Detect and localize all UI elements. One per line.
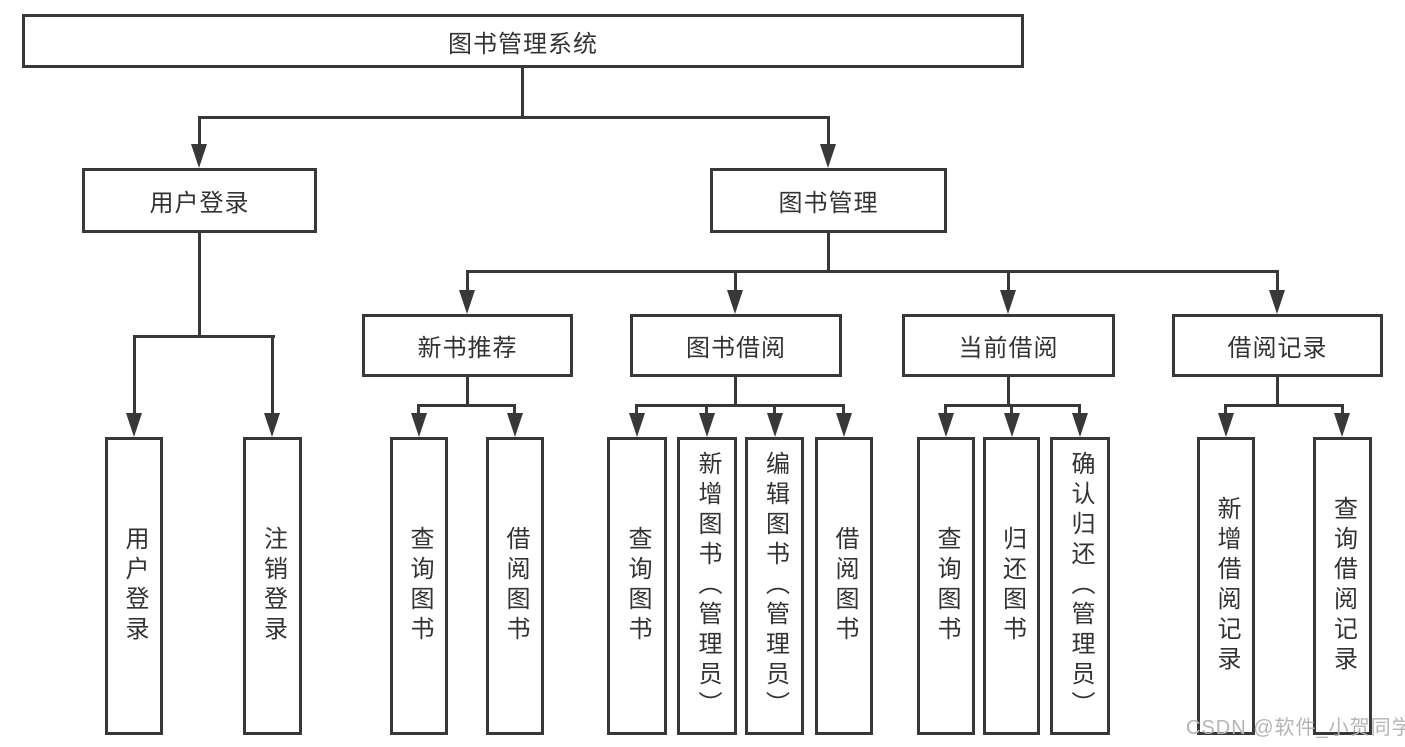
leaf-borrow-add-book-admin-label: 新增图书（管理员） — [694, 451, 721, 721]
arrowhead-icon — [1072, 413, 1088, 437]
arrowhead-icon — [1000, 290, 1016, 314]
arrowhead-icon — [629, 413, 645, 437]
leaf-recommend-borrow-book: 借阅图书 — [486, 437, 544, 735]
node-current-borrow: 当前借阅 — [902, 314, 1115, 377]
leaf-records-add-record: 新增借阅记录 — [1197, 437, 1255, 735]
leaf-borrow-borrow-book-label: 借阅图书 — [831, 526, 858, 646]
arrowhead-icon — [191, 144, 207, 168]
connector-g1c2-drop — [773, 404, 776, 418]
connector-book-rail — [466, 270, 1279, 273]
connector-g0c0-drop — [417, 404, 420, 418]
leaf-user-login: 用户登录 — [105, 437, 163, 735]
csdn-watermark: CSDN @软件_小贺同学 — [1186, 717, 1405, 739]
connector-g1-rail — [635, 404, 845, 407]
leaf-user-login-label: 用户登录 — [121, 526, 148, 646]
leaf-borrow-borrow-book: 借阅图书 — [815, 437, 873, 735]
leaf-recommend-query-book-label: 查询图书 — [406, 526, 433, 646]
arrowhead-icon — [938, 413, 954, 437]
node-book-management-branch: 图书管理 — [710, 168, 947, 233]
node-new-book-recommend-label: 新书推荐 — [417, 335, 518, 362]
leaf-borrow-query-book-label: 查询图书 — [624, 526, 651, 646]
node-root-label: 图书管理系统 — [448, 30, 598, 58]
leaf-current-query-book: 查询图书 — [917, 437, 975, 735]
leaf-recommend-query-book: 查询图书 — [390, 437, 448, 735]
arrowhead-icon — [1269, 290, 1285, 314]
arrowhead-icon — [1004, 413, 1020, 437]
leaf-current-return-book-label: 归还图书 — [998, 526, 1026, 646]
connector-group3-drop — [1276, 270, 1279, 292]
arrowhead-icon — [264, 413, 280, 437]
connector-g2c1-drop — [1010, 404, 1013, 418]
connector-g2-stem — [1007, 376, 1010, 406]
connector-book-drop — [827, 116, 830, 146]
connector-g1-stem — [734, 376, 737, 406]
connector-user-child1-drop — [271, 335, 274, 415]
connector-user-child0-drop — [133, 335, 136, 415]
node-book-management-branch-label: 图书管理 — [778, 190, 879, 217]
connector-user-stem — [198, 232, 201, 338]
node-user-login-branch: 用户登录 — [82, 168, 317, 233]
connector-g1c0-drop — [635, 404, 638, 418]
arrowhead-icon — [836, 413, 852, 437]
leaf-borrow-add-book-admin: 新增图书（管理员） — [677, 437, 737, 735]
node-borrow-records: 借阅记录 — [1172, 314, 1383, 377]
node-new-book-recommend: 新书推荐 — [362, 314, 573, 377]
connector-group2-drop — [1007, 270, 1010, 292]
arrowhead-icon — [1334, 413, 1350, 437]
connector-group1-drop — [734, 270, 737, 292]
leaf-logout: 注销登录 — [243, 437, 302, 735]
leaf-current-query-book-label: 查询图书 — [933, 526, 960, 646]
connector-g3-stem — [1276, 376, 1279, 406]
connector-g0-stem — [466, 376, 469, 406]
leaf-borrow-edit-book-admin-label: 编辑图书（管理员） — [761, 451, 789, 721]
leaf-records-add-record-label: 新增借阅记录 — [1213, 496, 1240, 676]
leaf-records-query-record-label: 查询借阅记录 — [1329, 496, 1357, 676]
connector-g0-rail — [417, 404, 516, 407]
connector-g2c2-drop — [1078, 404, 1081, 418]
connector-book-stem — [827, 233, 830, 273]
node-root: 图书管理系统 — [22, 14, 1024, 68]
arrowhead-icon — [411, 413, 427, 437]
connector-g0c1-drop — [513, 404, 516, 418]
arrowhead-icon — [767, 413, 783, 437]
connector-g1c3-drop — [842, 404, 845, 418]
arrowhead-icon — [727, 290, 743, 314]
leaf-current-confirm-return-admin-label: 确认归还（管理员） — [1067, 451, 1094, 721]
leaf-borrow-query-book: 查询图书 — [607, 437, 667, 735]
leaf-borrow-edit-book-admin: 编辑图书（管理员） — [745, 437, 804, 735]
connector-g1c1-drop — [705, 404, 708, 418]
connector-g2c0-drop — [944, 404, 947, 418]
connector-group0-drop — [466, 270, 469, 292]
arrowhead-icon — [1218, 413, 1234, 437]
arrowhead-icon — [507, 413, 523, 437]
connector-user-rail — [133, 335, 275, 338]
node-user-login-branch-label: 用户登录 — [149, 190, 250, 217]
arrowhead-icon — [820, 144, 836, 168]
connector-g3c1-drop — [1341, 404, 1344, 418]
connector-g3-rail — [1224, 404, 1344, 407]
connector-user-drop — [198, 116, 201, 146]
leaf-logout-label: 注销登录 — [259, 526, 287, 646]
leaf-recommend-borrow-book-label: 借阅图书 — [502, 526, 529, 646]
node-book-borrow: 图书借阅 — [630, 314, 842, 377]
arrowhead-icon — [459, 290, 475, 314]
node-borrow-records-label: 借阅记录 — [1227, 335, 1328, 362]
connector-root-rail — [198, 116, 830, 119]
arrowhead-icon — [126, 413, 142, 437]
leaf-current-confirm-return-admin: 确认归还（管理员） — [1050, 437, 1110, 735]
leaf-current-return-book: 归还图书 — [983, 437, 1040, 735]
node-book-borrow-label: 图书借阅 — [686, 335, 786, 362]
leaf-records-query-record: 查询借阅记录 — [1313, 437, 1372, 735]
arrowhead-icon — [699, 413, 715, 437]
connector-root-stem — [521, 67, 524, 119]
node-current-borrow-label: 当前借阅 — [958, 335, 1059, 362]
connector-g3c0-drop — [1224, 404, 1227, 418]
